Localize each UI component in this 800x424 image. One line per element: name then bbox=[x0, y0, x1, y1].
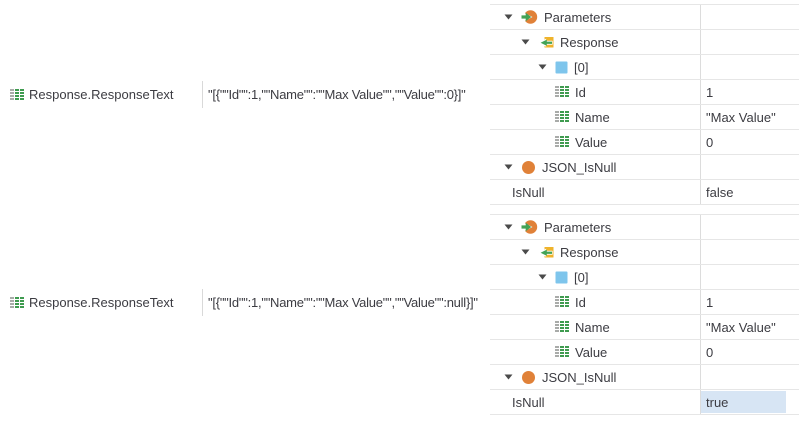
tree-node-value: 1 bbox=[706, 294, 714, 310]
array-item-icon bbox=[555, 271, 568, 284]
tree-row[interactable]: [0] bbox=[490, 265, 799, 290]
tree-node-label: Parameters bbox=[544, 219, 612, 235]
grid-icon bbox=[555, 136, 569, 148]
grid-icon bbox=[555, 111, 569, 123]
tree-node-value: true bbox=[701, 391, 786, 413]
watch-row[interactable]: Response.ResponseText "[{""Id"":1,""Name… bbox=[0, 81, 480, 108]
tree-node-label: Id bbox=[575, 84, 586, 100]
tree-node-value bbox=[701, 216, 786, 238]
tree-node-value: "Max Value" bbox=[706, 109, 776, 125]
watch-row[interactable]: Response.ResponseText "[{""Id"":1,""Name… bbox=[0, 289, 480, 316]
null-object-icon bbox=[521, 370, 536, 385]
expander-down-icon[interactable] bbox=[538, 64, 547, 70]
grid-icon bbox=[555, 346, 569, 358]
tree-row[interactable]: Name "Max Value" bbox=[490, 315, 799, 340]
tree-node-label: [0] bbox=[574, 269, 589, 285]
tree-node-label: IsNull bbox=[512, 184, 545, 200]
tree-node-value bbox=[701, 266, 786, 288]
tree-node-value: "Max Value" bbox=[706, 319, 776, 335]
tree-node-value bbox=[701, 6, 786, 28]
tree-row[interactable]: Response bbox=[490, 240, 799, 265]
tree-node-label: Name bbox=[575, 109, 610, 125]
watch-value: "[{""Id"":1,""Name"":""Max Value"",""Val… bbox=[202, 289, 478, 316]
tree-row[interactable]: Value 0 bbox=[490, 130, 799, 155]
tree-row[interactable]: Id 1 bbox=[490, 290, 799, 315]
tree-row[interactable]: IsNull false bbox=[490, 180, 799, 205]
tree-node-label: [0] bbox=[574, 59, 589, 75]
tree-node-value bbox=[701, 156, 786, 178]
watch-name: Response.ResponseText bbox=[29, 295, 174, 310]
tree-node-label: Response bbox=[560, 244, 619, 260]
tree-row[interactable]: IsNull true bbox=[490, 390, 799, 415]
expander-down-icon[interactable] bbox=[504, 14, 513, 20]
array-item-icon bbox=[555, 61, 568, 74]
expander-down-icon[interactable] bbox=[504, 374, 513, 380]
null-object-icon bbox=[521, 160, 536, 175]
tree-row[interactable]: JSON_IsNull bbox=[490, 365, 799, 390]
tree-node-label: Parameters bbox=[544, 9, 612, 25]
grid-icon bbox=[555, 86, 569, 98]
grid-icon bbox=[10, 88, 24, 101]
tree-row[interactable]: Response bbox=[490, 30, 799, 55]
tree-node-label: Id bbox=[575, 294, 586, 310]
tree-node-label: IsNull bbox=[512, 394, 545, 410]
grid-icon bbox=[10, 296, 24, 309]
tree-node-label: JSON_IsNull bbox=[542, 369, 617, 385]
tree-node-value: 0 bbox=[706, 344, 714, 360]
tree-row[interactable]: Id 1 bbox=[490, 80, 799, 105]
expander-down-icon[interactable] bbox=[521, 39, 530, 45]
expander-down-icon[interactable] bbox=[521, 249, 530, 255]
tree-node-value bbox=[701, 366, 786, 388]
watch-name: Response.ResponseText bbox=[29, 87, 174, 102]
tree-node-value: false bbox=[706, 184, 734, 200]
parameters-icon bbox=[521, 219, 538, 235]
grid-icon bbox=[555, 321, 569, 333]
tree-row[interactable]: Value 0 bbox=[490, 340, 799, 365]
tree-row[interactable]: JSON_IsNull bbox=[490, 155, 799, 180]
tree-node-label: Value bbox=[575, 134, 608, 150]
response-icon bbox=[538, 35, 554, 50]
tree-row[interactable]: Parameters bbox=[490, 5, 799, 30]
response-icon bbox=[538, 245, 554, 260]
tree-node-value: 1 bbox=[706, 84, 714, 100]
watch-value: "[{""Id"":1,""Name"":""Max Value"",""Val… bbox=[202, 81, 466, 108]
tree-row[interactable]: [0] bbox=[490, 55, 799, 80]
parameters-icon bbox=[521, 9, 538, 25]
expander-down-icon[interactable] bbox=[538, 274, 547, 280]
tree-node-value: 0 bbox=[706, 134, 714, 150]
grid-icon bbox=[555, 296, 569, 308]
expander-down-icon[interactable] bbox=[504, 164, 513, 170]
tree-node-value bbox=[701, 241, 786, 263]
tree-node-label: Value bbox=[575, 344, 608, 360]
tree-node-label: JSON_IsNull bbox=[542, 159, 617, 175]
tree-node-label: Response bbox=[560, 34, 619, 50]
tree-row[interactable]: Name "Max Value" bbox=[490, 105, 799, 130]
tree-node-value bbox=[701, 31, 786, 53]
tree-node-value bbox=[701, 56, 786, 78]
expander-down-icon[interactable] bbox=[504, 224, 513, 230]
tree-row[interactable]: Parameters bbox=[490, 215, 799, 240]
tree-node-label: Name bbox=[575, 319, 610, 335]
